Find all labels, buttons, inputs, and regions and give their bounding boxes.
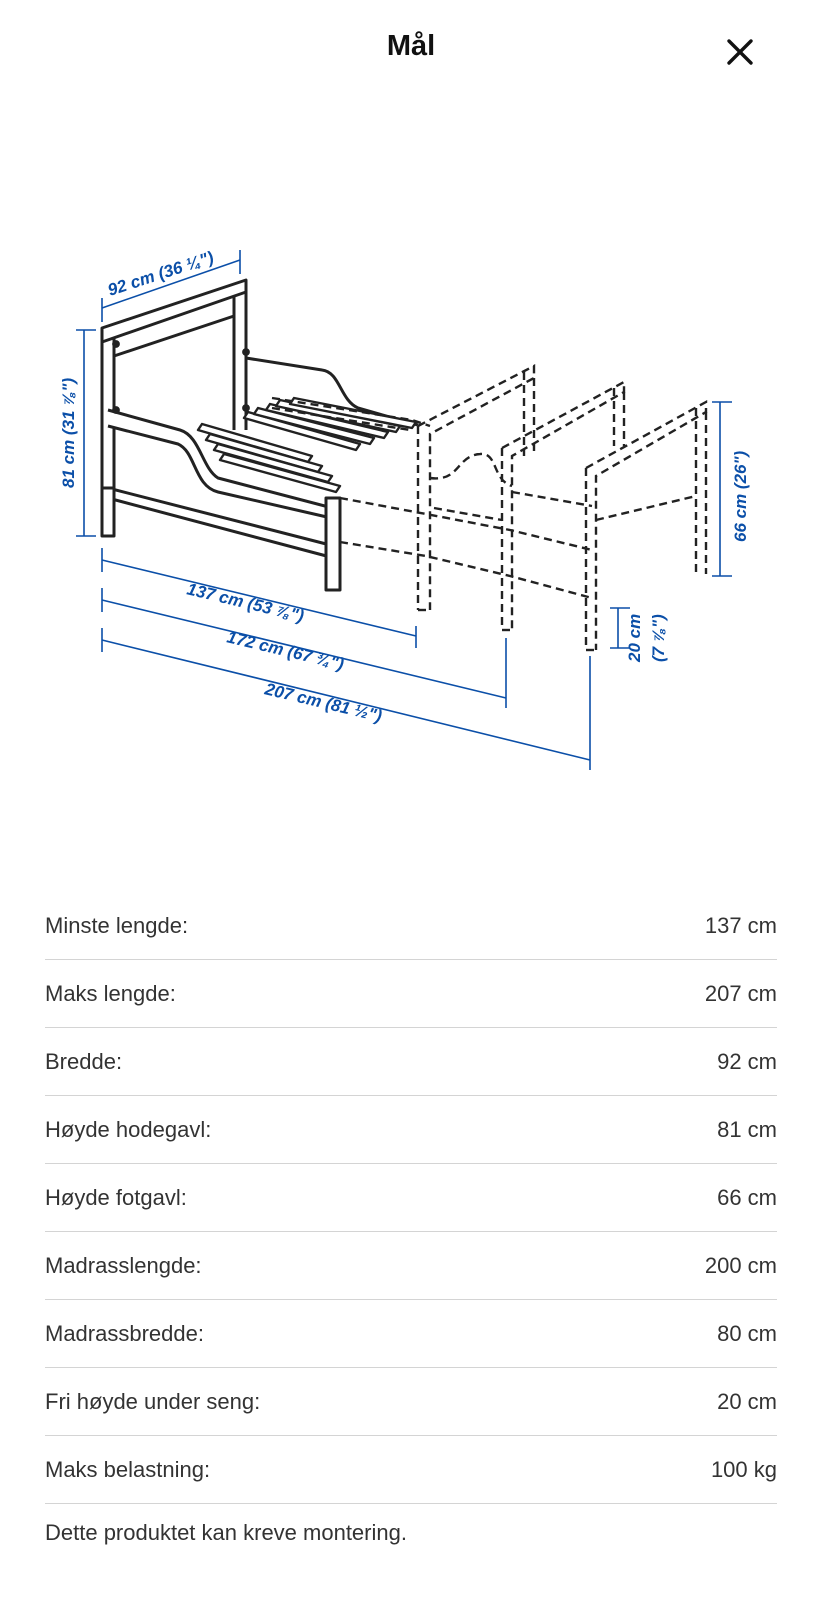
sheet-title: Mål <box>386 30 436 62</box>
bed-dimension-drawing: 92 cm (36 ¼") 81 cm (31 ⅞") 66 cm (26") … <box>59 248 750 770</box>
spec-value: 81 cm <box>717 1116 777 1142</box>
spec-row-maks-lengde: Maks lengde: 207 cm <box>45 960 777 1028</box>
spec-row-madrassbredde: Madrassbredde: 80 cm <box>45 1300 777 1368</box>
length-max-dimension-label: 207 cm (81 ½") <box>262 679 384 726</box>
spec-value: 207 cm <box>704 980 777 1006</box>
spec-row-fri-hoyde: Fri høyde under seng: 20 cm <box>45 1368 777 1436</box>
clearance-cm-dimension-label: 20 cm <box>625 614 644 663</box>
clearance-in-dimension-label: (7 ⅞") <box>649 614 668 662</box>
spec-label: Bredde: <box>45 1048 123 1074</box>
spec-row-hoyde-hodegavl: Høyde hodegavl: 81 cm <box>45 1096 777 1164</box>
spec-label: Maks belastning: <box>45 1456 211 1482</box>
spec-value: 20 cm <box>717 1388 777 1414</box>
headboard-height-dimension-label: 81 cm (31 ⅞") <box>59 378 78 488</box>
length-min-dimension-label: 137 cm (53 ⅞") <box>185 579 306 625</box>
spec-label: Høyde hodegavl: <box>45 1116 212 1142</box>
assembly-note: Dette produktet kan kreve montering. <box>45 1520 407 1545</box>
spec-row-hoyde-fotgavl: Høyde fotgavl: 66 cm <box>45 1164 777 1232</box>
spec-value: 137 cm <box>704 912 777 938</box>
spec-row-maks-belastning: Maks belastning: 100 kg <box>45 1436 777 1504</box>
length-mid-dimension-label: 172 cm (67 ¾") <box>225 627 346 673</box>
bed-dimension-diagram: 92 cm (36 ¼") 81 cm (31 ⅞") 66 cm (26") … <box>40 230 780 800</box>
spec-label: Høyde fotgavl: <box>45 1184 187 1210</box>
sheet-header: Mål <box>0 0 822 104</box>
close-icon <box>727 39 753 65</box>
spec-value: 200 cm <box>704 1252 777 1278</box>
spec-value: 66 cm <box>717 1184 777 1210</box>
spec-value: 80 cm <box>717 1320 777 1346</box>
spec-row-bredde: Bredde: 92 cm <box>45 1028 777 1096</box>
spec-row-madrasslengde: Madrasslengde: 200 cm <box>45 1232 777 1300</box>
close-button[interactable] <box>718 30 762 74</box>
spec-label: Fri høyde under seng: <box>45 1388 261 1414</box>
spec-label: Maks lengde: <box>45 980 176 1006</box>
spec-value: 100 kg <box>710 1456 777 1482</box>
footboard-height-dimension-label: 66 cm (26") <box>731 450 750 542</box>
spec-label: Madrasslengde: <box>45 1252 202 1278</box>
spec-row-minste-lengde: Minste lengde: 137 cm <box>45 892 777 960</box>
spec-label: Madrassbredde: <box>45 1320 204 1346</box>
spec-label: Minste lengde: <box>45 912 189 938</box>
spec-value: 92 cm <box>717 1048 777 1074</box>
specifications-list: Minste lengde: 137 cm Maks lengde: 207 c… <box>45 892 777 1504</box>
